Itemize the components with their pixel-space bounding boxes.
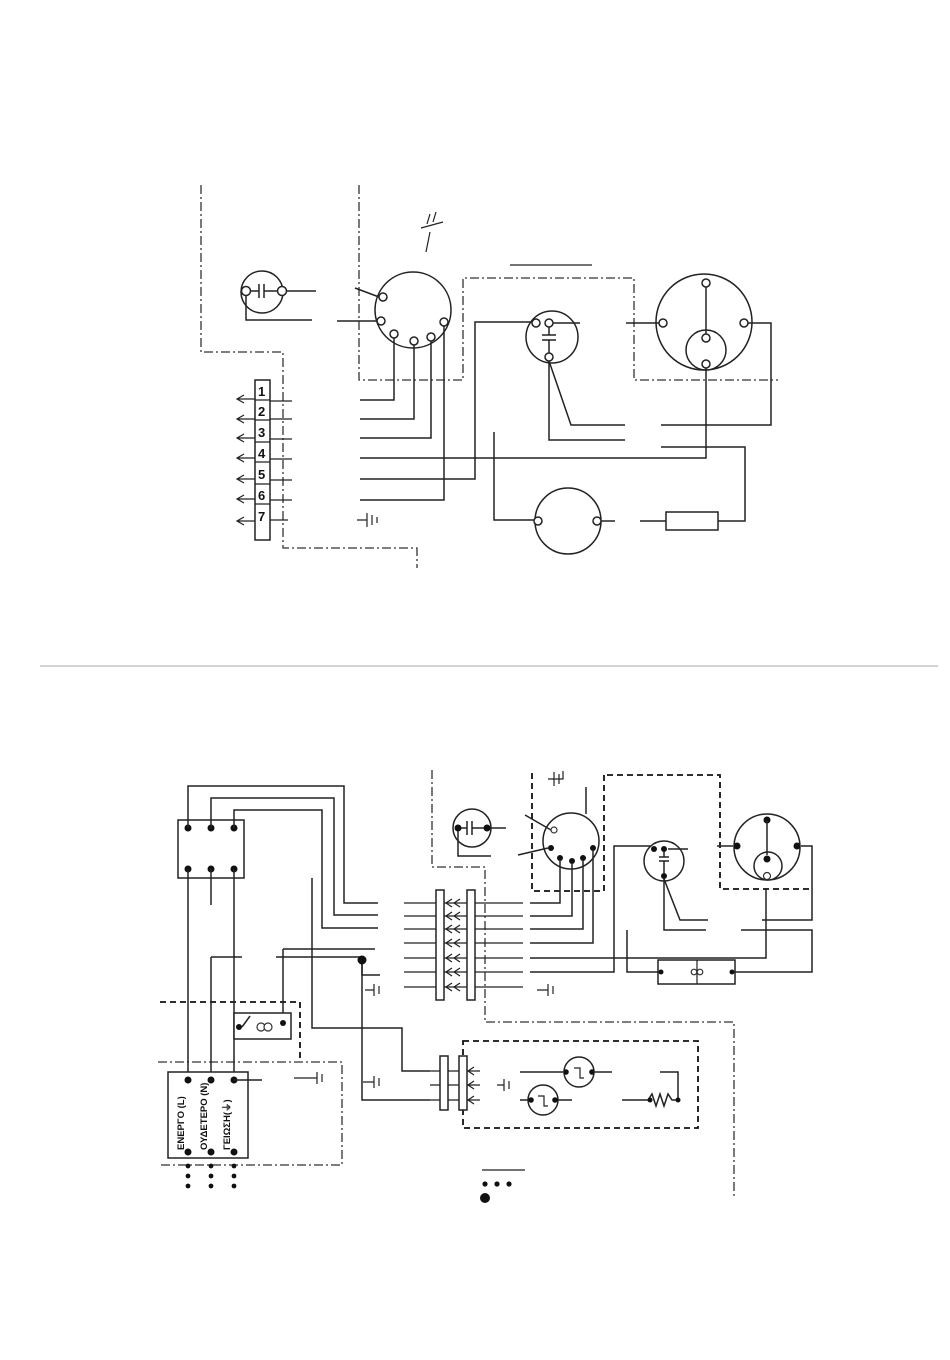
fan-motor-top [534, 488, 601, 554]
terminal-number: 1 [258, 384, 265, 399]
motor-capacitor-bottom [627, 841, 708, 972]
top-diagram: 1 2 3 4 5 6 7 [201, 185, 778, 568]
multi-pin-connector-bottom [518, 787, 766, 972]
power-label-neutral: ΟΥΔΕΤΕΡΟ (N) [199, 1083, 210, 1150]
thermostat-connector [430, 1056, 509, 1110]
dual-component-box [658, 960, 735, 984]
compressor-motor-bottom [717, 814, 812, 972]
ground-symbol-terminal [357, 513, 377, 527]
power-label-earth: ΓΕΙΩΣΗ(⏚) [222, 1099, 233, 1150]
junction-dot [358, 956, 367, 965]
terminal-number: 4 [258, 446, 266, 461]
central-connector [404, 890, 523, 1000]
terminal-number: 2 [258, 404, 265, 419]
terminal-number: 5 [258, 467, 265, 482]
ground-symbol-top [421, 212, 443, 252]
thermostat-sensor-1 [520, 1057, 612, 1087]
compressor-motor-top [626, 274, 752, 370]
multi-pin-connector-top [337, 272, 451, 348]
terminal-number: 6 [258, 488, 265, 503]
power-terminal-block: ΕΝΕΡΓΟ (L) ΟΥΔΕΤΕΡΟ (N) ΓΕΙΩΣΗ(⏚) [168, 1072, 262, 1188]
power-dots [186, 1164, 237, 1189]
terminal-right-leads [270, 401, 292, 520]
resistor-box-top [666, 512, 718, 530]
capacitor-unit-bottom [453, 809, 506, 856]
bottom-diagram: ΕΝΕΡΓΟ (L) ΟΥΔΕΤΕΡΟ (N) ΓΕΙΩΣΗ(⏚) [158, 770, 812, 1203]
capacitor-unit-top [241, 271, 316, 320]
legend [480, 1170, 525, 1203]
terminal-strip-top: 1 2 3 4 5 6 7 [237, 380, 292, 540]
terminal-number: 3 [258, 425, 265, 440]
motor-capacitor-top [526, 311, 580, 363]
heating-resistor [622, 1072, 681, 1106]
overload-switch [234, 1013, 291, 1039]
power-label-live: ΕΝΕΡΓΟ (L) [176, 1096, 187, 1150]
terminal-number: 7 [258, 509, 265, 524]
terminal-arrows [237, 395, 255, 525]
boundary-line-left [201, 185, 417, 568]
thermostat-sensor-2 [520, 1085, 572, 1115]
